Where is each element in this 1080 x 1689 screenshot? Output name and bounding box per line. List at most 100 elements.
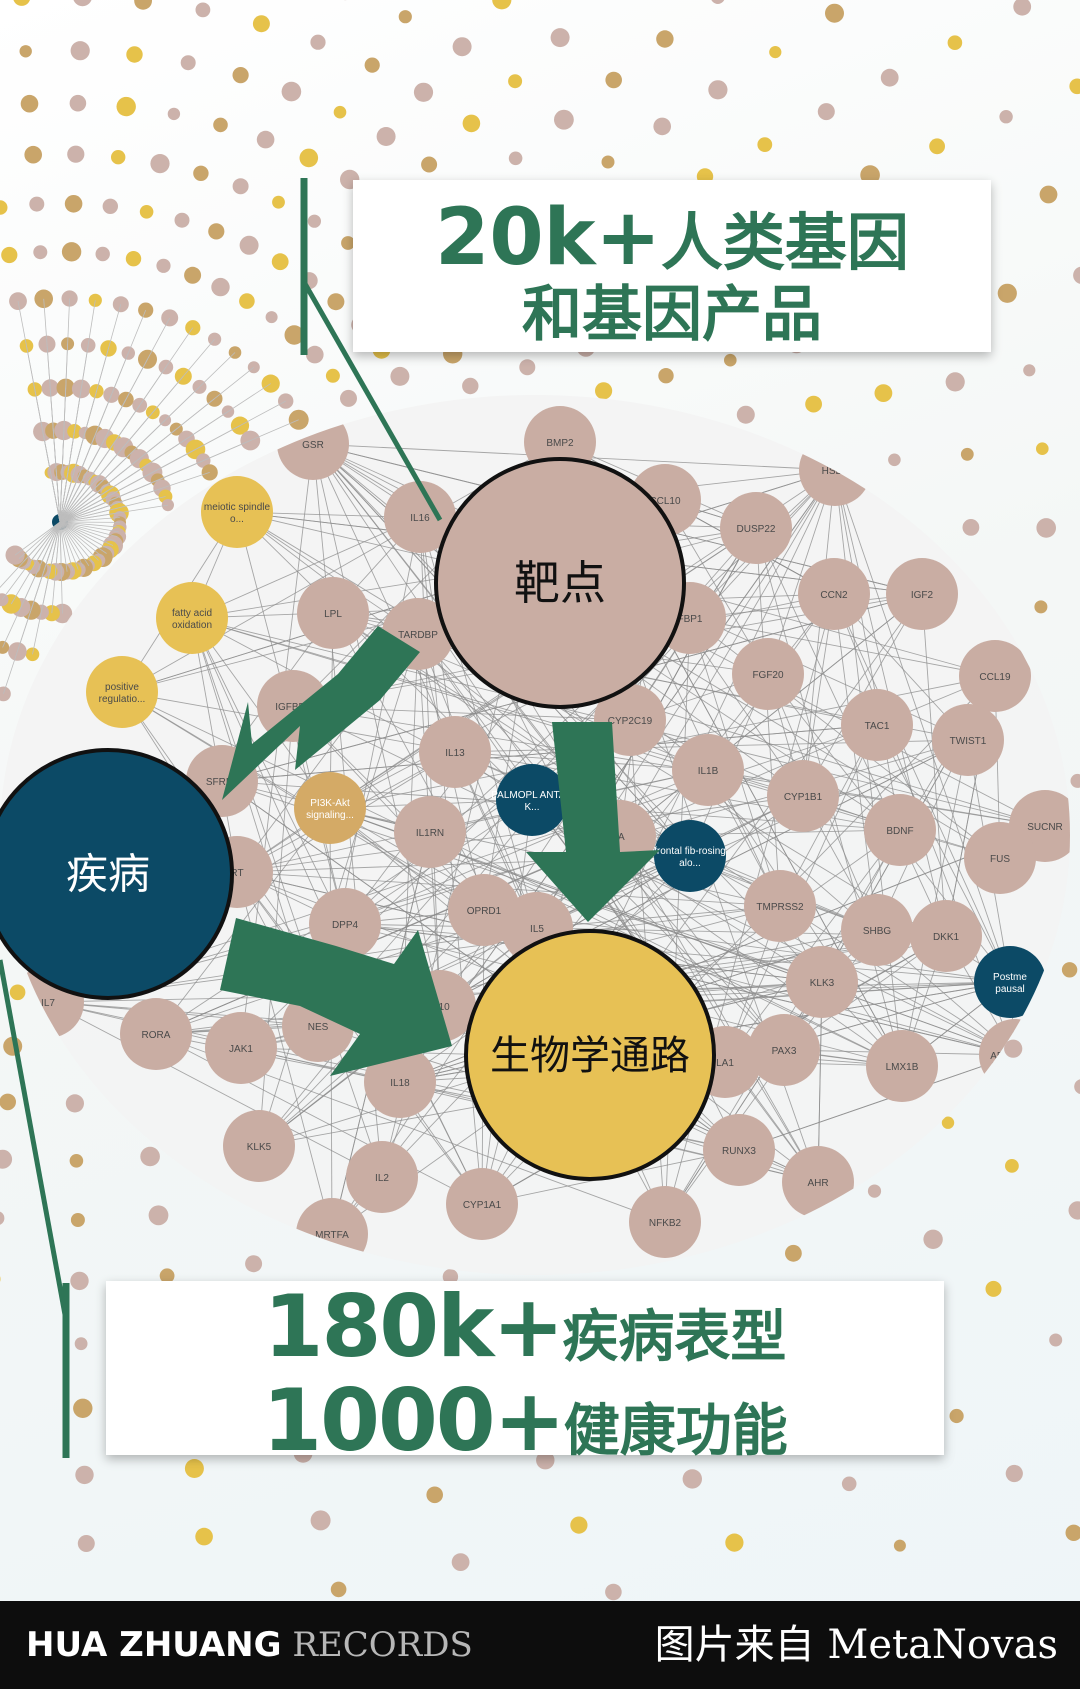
hub-edge (59, 521, 119, 533)
network-node-label: SHBG (863, 926, 892, 937)
phenotypes-line: 180k+疾病表型 (106, 1281, 944, 1384)
background-dot (0, 200, 8, 215)
background-dot (73, 1398, 93, 1419)
network-edge (834, 469, 1011, 983)
background-dot (682, 1469, 702, 1489)
background-dot (64, 195, 83, 213)
background-dot (70, 41, 90, 61)
background-dot (595, 382, 613, 400)
network-node: BDNF (864, 794, 936, 866)
background-dot (211, 277, 230, 297)
network-node-circle (384, 481, 456, 553)
background-dot (213, 117, 228, 133)
background-dot (1004, 1039, 1023, 1058)
background-dot (70, 1213, 85, 1227)
network-edge (801, 469, 836, 797)
phenotypes-plus: + (492, 1277, 564, 1377)
background-dot (67, 145, 85, 163)
network-node: DUSP22 (720, 492, 792, 564)
background-dot (413, 82, 434, 102)
network-node-label: RUNX3 (722, 1146, 756, 1157)
network-node-label: CYP1B1 (784, 792, 823, 803)
network-node-circle (910, 900, 982, 972)
network-node-label: regulatio... (99, 694, 146, 705)
network-node-label: BMP2 (546, 438, 574, 449)
hub-edge (59, 298, 70, 523)
network-node-label: frontal fib-rosing (654, 846, 726, 857)
network-node: LMX1B (866, 1030, 938, 1102)
network-node-label: IL13 (445, 748, 465, 759)
network-node-label: BDNF (886, 826, 913, 837)
pathway-node: 生物学通路 (464, 929, 716, 1181)
network-node-label: CCL19 (979, 672, 1011, 683)
background-dot (281, 81, 302, 102)
network-edge (707, 768, 1046, 827)
background-dot (174, 212, 190, 228)
background-dot (941, 1116, 955, 1129)
background-dot (239, 235, 259, 255)
hub-edge (59, 521, 79, 570)
hub-edge (10, 521, 61, 605)
background-dot (61, 242, 82, 262)
background-dot (271, 253, 289, 271)
network-edge (833, 593, 879, 931)
network-node-label: CYP2C19 (608, 716, 653, 727)
network-node-circle (864, 794, 936, 866)
background-dot (536, 1451, 555, 1470)
network-node-label: NES (308, 1022, 329, 1033)
network-node-label: PAX3 (772, 1046, 797, 1057)
background-dot (519, 359, 536, 376)
health-functions-count: 1000 (262, 1371, 495, 1471)
health-functions-label: 健康功能 (563, 1399, 788, 1464)
network-node-label: FUS (990, 854, 1010, 865)
network-node: RORA (120, 998, 192, 1070)
background-dot (208, 223, 225, 240)
hub-edge (59, 521, 120, 528)
health-functions-plus: + (493, 1371, 566, 1471)
background-dot (0, 686, 11, 702)
background-dot (888, 453, 901, 467)
network-node: MRTFA (296, 1198, 368, 1270)
health-functions-line: 1000+健康功能 (106, 1375, 944, 1478)
network-node-label: JAK1 (229, 1044, 253, 1055)
disease-node: 疾病 (0, 748, 234, 1000)
hub-edge (59, 521, 85, 569)
network-node: CYP1A1 (446, 1168, 518, 1240)
network-node-label: DPP4 (332, 920, 359, 931)
network-node: IL2 (346, 1141, 418, 1213)
background-dot (126, 46, 143, 63)
background-dot (95, 246, 110, 262)
phenotypes-label: 疾病表型 (562, 1305, 787, 1370)
background-dot (1036, 442, 1049, 456)
network-node: PAX3 (748, 1014, 820, 1086)
network-node-label: SUCNR (1027, 822, 1063, 833)
hub-edge (59, 521, 114, 546)
network-node-label: alo... (679, 858, 701, 869)
hub-edge (14, 521, 61, 556)
background-dot (310, 1510, 331, 1531)
network-node-label: OPRD1 (467, 906, 502, 917)
background-dot (426, 1486, 444, 1504)
hub-edge (59, 521, 118, 537)
disease-node-label: 疾病 (66, 850, 150, 899)
network-node: IL1B (672, 734, 744, 806)
background-dot (33, 245, 48, 260)
network-node-circle (841, 894, 913, 966)
network-node-label: K... (524, 802, 539, 813)
network-node: LPL (297, 577, 369, 649)
hub-edge (59, 309, 147, 523)
network-node-circle (732, 638, 804, 710)
network-edge (738, 1054, 1016, 1151)
background-dot (841, 1476, 857, 1492)
hub-edge (59, 300, 96, 523)
background-dot (333, 105, 347, 119)
network-edge (689, 617, 996, 678)
network-node-label: oxidation (172, 620, 212, 631)
network-node-circle (964, 822, 1036, 894)
network-node-label: o... (230, 514, 244, 525)
hub-edge (18, 521, 61, 559)
background-dot (1069, 78, 1080, 95)
image-credit: 图片来自 MetaNovas (654, 1622, 1058, 1668)
network-node-circle (767, 760, 839, 832)
